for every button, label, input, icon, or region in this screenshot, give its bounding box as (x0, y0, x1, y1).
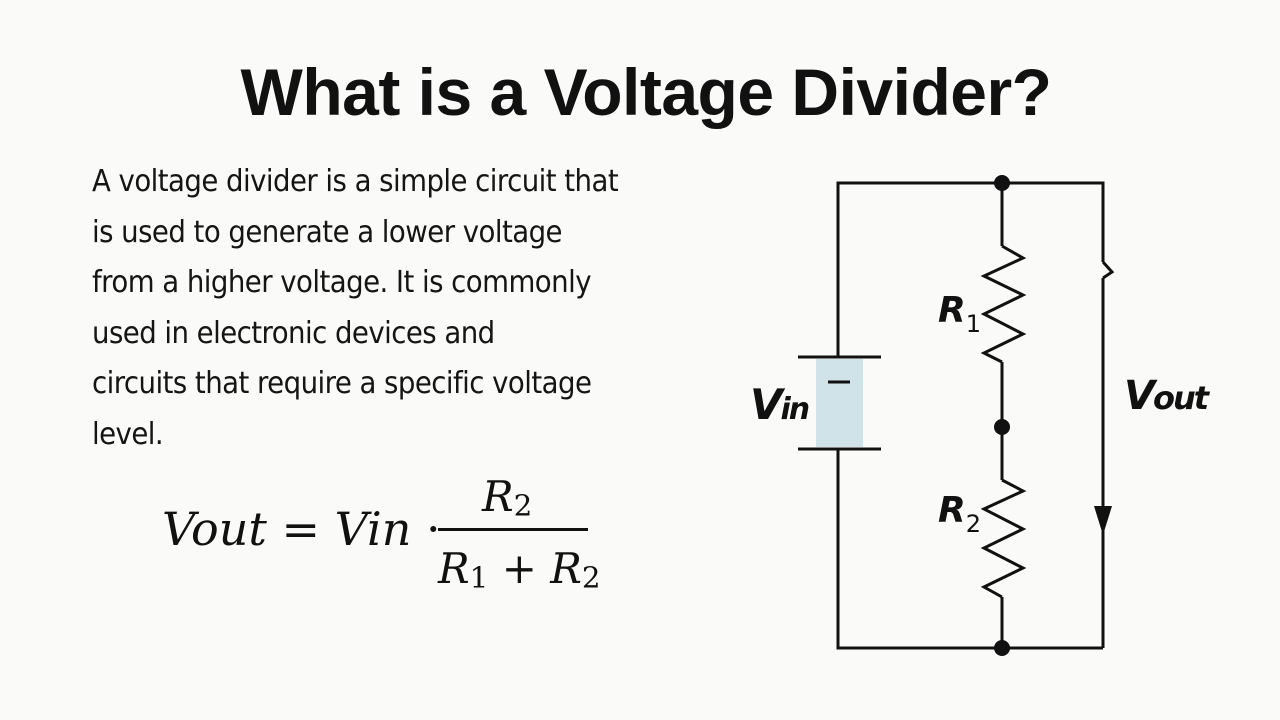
formula-lhs: Vout = Vin · (162, 502, 441, 556)
wire-top (836, 181, 1105, 357)
junction-node-top (994, 175, 1010, 191)
label-vout-sub: out (1152, 379, 1209, 417)
description-line: circuits that require a specific voltage (92, 366, 592, 401)
vout-arrow-icon (1094, 506, 1112, 535)
fraction-bar (438, 528, 588, 531)
formula-denominator: R1 + R2 (438, 544, 601, 594)
description-line: level. (92, 416, 164, 452)
label-r2: R2 (938, 490, 981, 538)
denominator-r1-symbol: R (438, 544, 470, 593)
denominator-r2-subscript: 2 (581, 560, 601, 595)
numerator-symbol: R (482, 472, 514, 521)
junction-node-middle (994, 419, 1010, 435)
description-text: A voltage divider is a simple circuit th… (92, 157, 718, 460)
label-r2-main: R (938, 490, 966, 531)
denominator-r1-subscript: 1 (469, 560, 489, 595)
resistor-r2-zigzag (980, 478, 1027, 599)
description-line: used in electronic devices and (92, 315, 495, 351)
numerator-subscript: 2 (513, 488, 533, 523)
label-vout-main: V (1124, 373, 1155, 419)
resistor-r1-zigzag (980, 244, 1027, 364)
junction-node-bottom (994, 640, 1010, 656)
wire-right-kink (1101, 260, 1115, 280)
label-r1-main: R (938, 290, 966, 331)
denominator-r2-symbol: R (550, 544, 582, 593)
formula-dot: · (425, 502, 441, 556)
voltage-divider-formula: Vout = Vin · R2 R1 + R2 (162, 470, 602, 600)
label-vout: Vout (1124, 373, 1209, 419)
battery-body (816, 359, 863, 447)
description-line: A voltage divider is a simple circuit th… (92, 164, 619, 199)
wire-bottom (836, 449, 1103, 650)
label-vin-main: V (750, 380, 782, 429)
label-r2-sub: 2 (965, 510, 982, 538)
label-vin-sub: in (780, 392, 811, 427)
formula-vin: Vin (334, 502, 412, 556)
label-r1: R1 (938, 290, 981, 338)
denominator-plus: + (501, 544, 537, 593)
description-line: is used to generate a lower voltage (92, 214, 563, 250)
label-vin: Vin (750, 380, 811, 429)
formula-numerator: R2 (482, 472, 532, 522)
page-title: What is a Voltage Divider? (240, 55, 1052, 129)
formula-equals: = (281, 502, 320, 556)
label-r1-sub: 1 (965, 310, 982, 338)
description-line: from a higher voltage. It is commonly (92, 265, 592, 300)
formula-vout: Vout (162, 502, 267, 556)
